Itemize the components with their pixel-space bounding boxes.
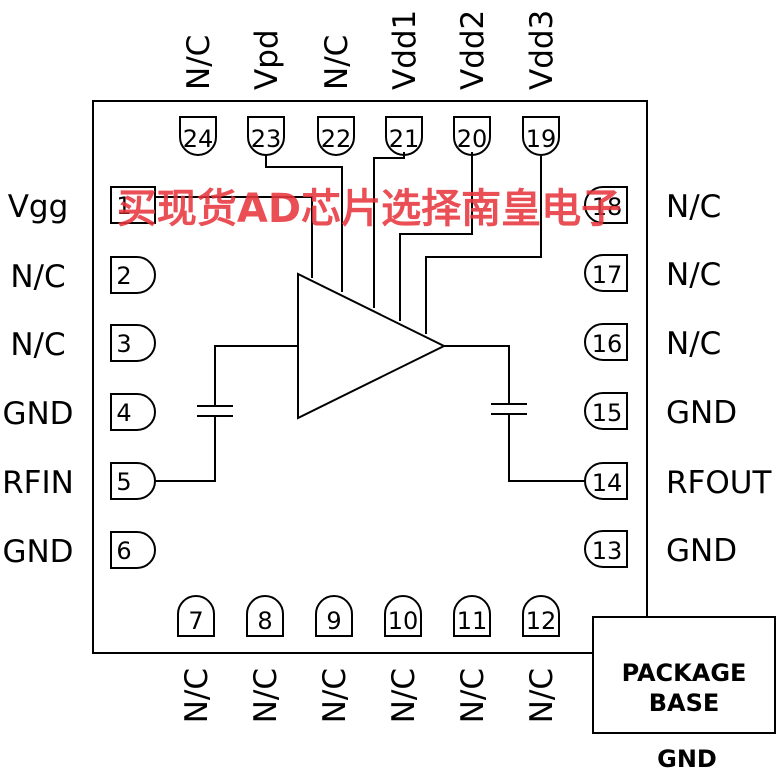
pin-pad-21 xyxy=(385,116,423,156)
pin-pad-16 xyxy=(584,323,628,361)
pin-label-23: Vpd xyxy=(249,29,285,90)
pin-label-3: N/C xyxy=(10,327,65,363)
pin-number-13: 13 xyxy=(592,537,623,565)
pin-label-16: N/C xyxy=(666,326,721,362)
pin-number-15: 15 xyxy=(592,399,623,427)
pin-pad-22 xyxy=(317,116,355,156)
pin-pad-3 xyxy=(110,324,156,362)
pin-pad-12 xyxy=(522,595,560,637)
pin-pad-15 xyxy=(584,392,628,430)
package-base-line1: PACKAGE xyxy=(622,659,747,687)
pin-pad-7 xyxy=(177,595,215,637)
pin-label-22: N/C xyxy=(319,35,355,90)
pin-number-2: 2 xyxy=(116,262,131,290)
pin-label-20: Vdd2 xyxy=(455,10,491,90)
pin-label-2: N/C xyxy=(10,259,65,295)
pin-number-4: 4 xyxy=(116,399,131,427)
pin-pad-11 xyxy=(453,595,491,637)
pin-label-24: N/C xyxy=(181,35,217,90)
pin-pad-5 xyxy=(110,462,156,500)
pin-pad-23 xyxy=(247,116,285,156)
pin-label-10: N/C xyxy=(386,668,422,723)
pins-layer: 24N/C23Vpd22N/C21Vdd120Vdd219Vdd37N/C8N/… xyxy=(2,10,772,724)
pin-label-6: GND xyxy=(2,534,73,570)
pin-label-18: N/C xyxy=(666,189,721,225)
pin-label-14: RFOUT xyxy=(666,465,772,501)
pin-number-22: 22 xyxy=(321,125,352,153)
wire-rfin-bottom xyxy=(155,416,216,482)
pin-label-7: N/C xyxy=(179,668,215,723)
pin-label-9: N/C xyxy=(317,668,353,723)
package-outline xyxy=(92,100,648,654)
pin-pad-13 xyxy=(584,530,628,568)
wire-vgg xyxy=(155,196,313,278)
pin-number-19: 19 xyxy=(526,125,557,153)
pin-label-5: RFIN xyxy=(2,465,74,501)
pin-pad-19 xyxy=(522,116,560,156)
pin-number-18: 18 xyxy=(592,193,623,221)
pin-pad-9 xyxy=(315,595,353,637)
pin-number-14: 14 xyxy=(592,469,623,497)
pin-pad-1 xyxy=(110,186,156,224)
pin-number-17: 17 xyxy=(592,261,623,289)
pin-label-4: GND xyxy=(2,396,73,432)
pin-label-1: Vgg xyxy=(8,189,69,225)
pin-pad-8 xyxy=(246,595,284,637)
pin-number-21: 21 xyxy=(389,125,420,153)
pin-number-24: 24 xyxy=(183,125,214,153)
pin-number-16: 16 xyxy=(592,330,623,358)
wire-rfout-bottom xyxy=(508,414,585,482)
wire-vdd1 xyxy=(373,152,405,308)
wire-rfout-top xyxy=(444,345,510,404)
pin-pad-4 xyxy=(110,393,156,431)
pin-number-8: 8 xyxy=(257,607,272,635)
pin-number-5: 5 xyxy=(116,468,131,496)
pin-label-8: N/C xyxy=(248,668,284,723)
pin-number-6: 6 xyxy=(116,537,131,565)
pin-number-10: 10 xyxy=(388,607,419,635)
pin-number-1: 1 xyxy=(116,192,131,220)
wire-vdd3 xyxy=(425,156,542,334)
pin-label-12: N/C xyxy=(524,668,560,723)
pin-number-11: 11 xyxy=(457,607,488,635)
pin-number-9: 9 xyxy=(326,607,341,635)
amplifier-symbol xyxy=(297,272,447,420)
pin-label-15: GND xyxy=(666,395,737,431)
pin-pad-24 xyxy=(179,116,217,156)
package-base-line2: BASE xyxy=(649,689,720,717)
pin-pad-2 xyxy=(110,256,156,294)
pin-number-3: 3 xyxy=(116,330,131,358)
wire-rfin-top xyxy=(214,345,298,406)
pin-label-21: Vdd1 xyxy=(387,10,423,90)
pin-pad-10 xyxy=(384,595,422,637)
package-base-ground-label: GND xyxy=(657,745,717,772)
wire-vpd xyxy=(265,154,343,292)
pin-pad-18 xyxy=(584,186,628,224)
pin-number-7: 7 xyxy=(188,607,203,635)
package-base-box xyxy=(592,616,776,734)
pin-pad-20 xyxy=(453,116,491,156)
pin-label-17: N/C xyxy=(666,257,721,293)
pin-pad-17 xyxy=(584,254,628,292)
pin-number-12: 12 xyxy=(526,607,557,635)
pin-label-13: GND xyxy=(666,533,737,569)
pin-label-11: N/C xyxy=(455,668,491,723)
watermark-text: 买现货AD芯片选择南皇电子 xyxy=(117,186,621,232)
wiring xyxy=(155,152,585,482)
pin-number-23: 23 xyxy=(251,125,282,153)
wire-vdd2 xyxy=(399,152,473,321)
pin-pad-6 xyxy=(110,531,156,569)
pin-pad-14 xyxy=(584,462,628,500)
pin-label-19: Vdd3 xyxy=(524,10,560,90)
pin-number-20: 20 xyxy=(457,125,488,153)
